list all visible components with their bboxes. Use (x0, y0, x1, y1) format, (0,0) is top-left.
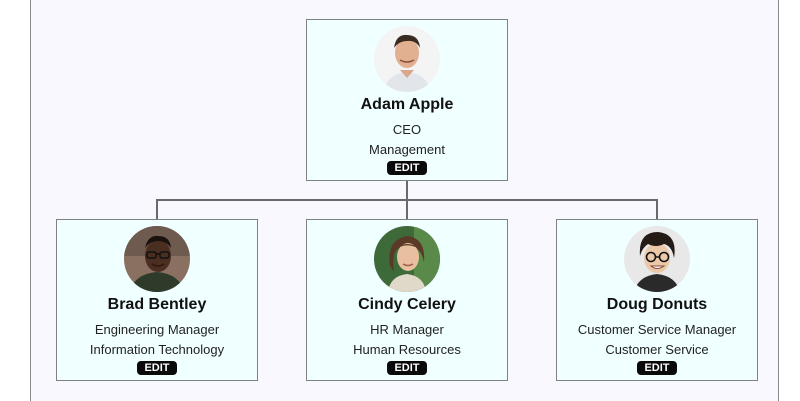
node-name: Cindy Celery (358, 296, 456, 313)
avatar (374, 226, 440, 292)
node-doug-donuts[interactable]: Doug Donuts Customer Service Manager Cus… (556, 219, 758, 381)
connector-doug (656, 199, 658, 220)
node-title: Engineering Manager (94, 322, 220, 337)
person-photo-icon (374, 226, 440, 292)
connector-cindy (406, 199, 408, 220)
edit-button[interactable]: EDIT (387, 161, 427, 175)
node-name: Doug Donuts (606, 296, 708, 313)
avatar (624, 226, 690, 292)
node-cindy-celery[interactable]: Cindy Celery HR Manager Human Resources … (306, 219, 508, 381)
avatar (374, 26, 440, 92)
edit-button[interactable]: EDIT (387, 361, 427, 375)
connector-root-down (406, 181, 408, 201)
node-department: Information Technology (89, 342, 225, 357)
node-name: Brad Bentley (107, 296, 207, 313)
person-photo-icon (624, 226, 690, 292)
node-brad-bentley[interactable]: Brad Bentley Engineering Manager Informa… (56, 219, 258, 381)
connector-brad (156, 199, 158, 220)
node-name: Adam Apple (360, 96, 454, 113)
person-photo-icon (374, 26, 440, 92)
node-title: HR Manager (370, 322, 444, 337)
node-department: Customer Service (605, 342, 709, 357)
node-adam-apple[interactable]: Adam Apple CEO Management EDIT (306, 19, 508, 181)
edit-button[interactable]: EDIT (137, 361, 177, 375)
avatar (124, 226, 190, 292)
node-title: CEO (392, 122, 422, 137)
edit-button[interactable]: EDIT (637, 361, 677, 375)
person-photo-icon (124, 226, 190, 292)
node-department: Management (369, 142, 445, 157)
org-chart-canvas: Adam Apple CEO Management EDIT Brad Bent… (30, 0, 779, 401)
node-department: Human Resources (353, 342, 461, 357)
node-title: Customer Service Manager (577, 322, 737, 337)
